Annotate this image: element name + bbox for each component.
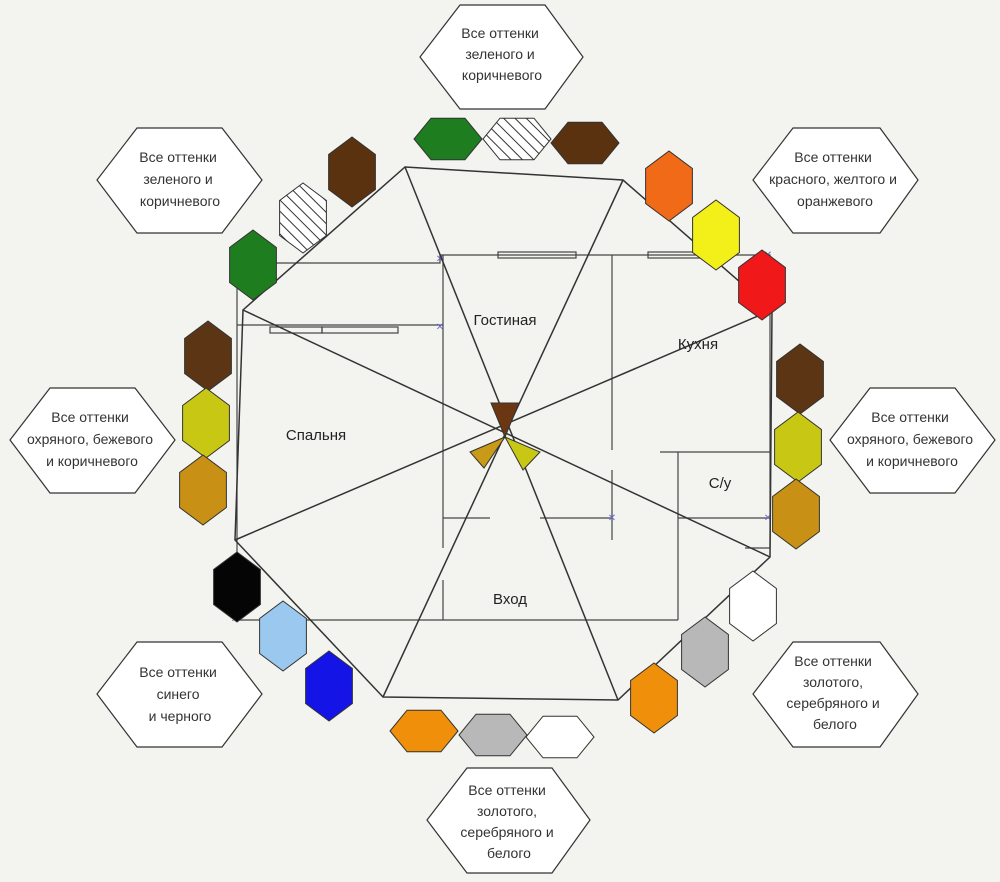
window-living — [497, 251, 577, 259]
swatch-top-right-2 — [692, 199, 740, 271]
label-hex-bottom-right — [752, 641, 919, 748]
swatch-bottom-left-1 — [213, 551, 261, 623]
swatch-bottom-2 — [458, 713, 528, 757]
swatch-right-1 — [776, 343, 824, 415]
swatch-bottom-right-2 — [681, 616, 729, 688]
swatch-bottom-left-2 — [259, 600, 307, 672]
label-hex-bottom — [426, 767, 591, 874]
room-entrance-label: Вход — [493, 591, 527, 608]
window-bedroom-2 — [321, 326, 399, 334]
swatch-top-right-1 — [645, 150, 693, 222]
sector-text-top-right: Все оттенки красного, желтого и оранжево… — [769, 149, 901, 209]
swatch-top-left-2 — [279, 182, 327, 254]
swatch-top-3 — [550, 121, 620, 165]
label-hex-top-right — [752, 127, 919, 234]
swatch-bottom-left-3 — [305, 650, 353, 722]
swatch-left-1 — [184, 320, 232, 392]
window-bedroom-1 — [269, 326, 323, 334]
swatch-top-left-3 — [229, 229, 277, 301]
room-bathroom-label: С/у — [709, 475, 732, 492]
sector-text-left: Все оттенки охряного, бежевого и коричне… — [27, 409, 157, 469]
swatch-left-3 — [179, 454, 227, 526]
svg-text:✕: ✕ — [764, 513, 772, 524]
swatch-left-2 — [182, 387, 230, 459]
sector-text-top-left: Все оттенки зеленого и коричневого — [139, 149, 221, 209]
color-swatches — [179, 117, 824, 759]
swatch-bottom-1 — [389, 709, 459, 753]
label-hex-top-left — [96, 127, 263, 234]
swatch-bottom-right-1 — [729, 570, 777, 642]
swatch-top-right-3 — [738, 249, 786, 321]
sector-text-bottom: Все оттенки золотого, серебряного и бело… — [460, 782, 557, 861]
swatch-top-left-1 — [328, 136, 376, 208]
room-living-label: Гостиная — [474, 312, 537, 329]
sector-text-right: Все оттенки охряного, бежевого и коричне… — [847, 409, 977, 469]
svg-text:✕: ✕ — [608, 513, 616, 524]
room-bedroom-label: Спальня — [286, 427, 346, 444]
sector-labels — [9, 4, 996, 874]
swatch-right-3 — [772, 478, 820, 550]
swatch-bottom-right-3 — [630, 662, 678, 734]
label-hex-right — [829, 387, 996, 494]
svg-text:✕: ✕ — [436, 254, 444, 265]
center-triangle-olive — [503, 435, 541, 471]
swatch-top-1 — [413, 117, 483, 161]
room-kitchen-label: Кухня — [678, 336, 718, 353]
swatch-top-2 — [482, 117, 552, 161]
sector-text-bottom-right: Все оттенки золотого, серебряного и бело… — [786, 653, 883, 732]
label-hex-left — [9, 387, 176, 494]
sector-text-bottom-left: Все оттенки синего и черного — [139, 664, 221, 724]
label-hex-bottom-left — [96, 641, 263, 748]
center-triangle-ochre — [469, 435, 507, 469]
sector-text-top: Все оттенки зеленого и коричневого — [461, 25, 543, 83]
label-hex-top — [419, 4, 584, 110]
swatch-bottom-3 — [525, 715, 595, 759]
center-triangle-brown — [490, 402, 520, 439]
swatch-right-2 — [774, 411, 822, 483]
svg-text:✕: ✕ — [436, 322, 444, 333]
